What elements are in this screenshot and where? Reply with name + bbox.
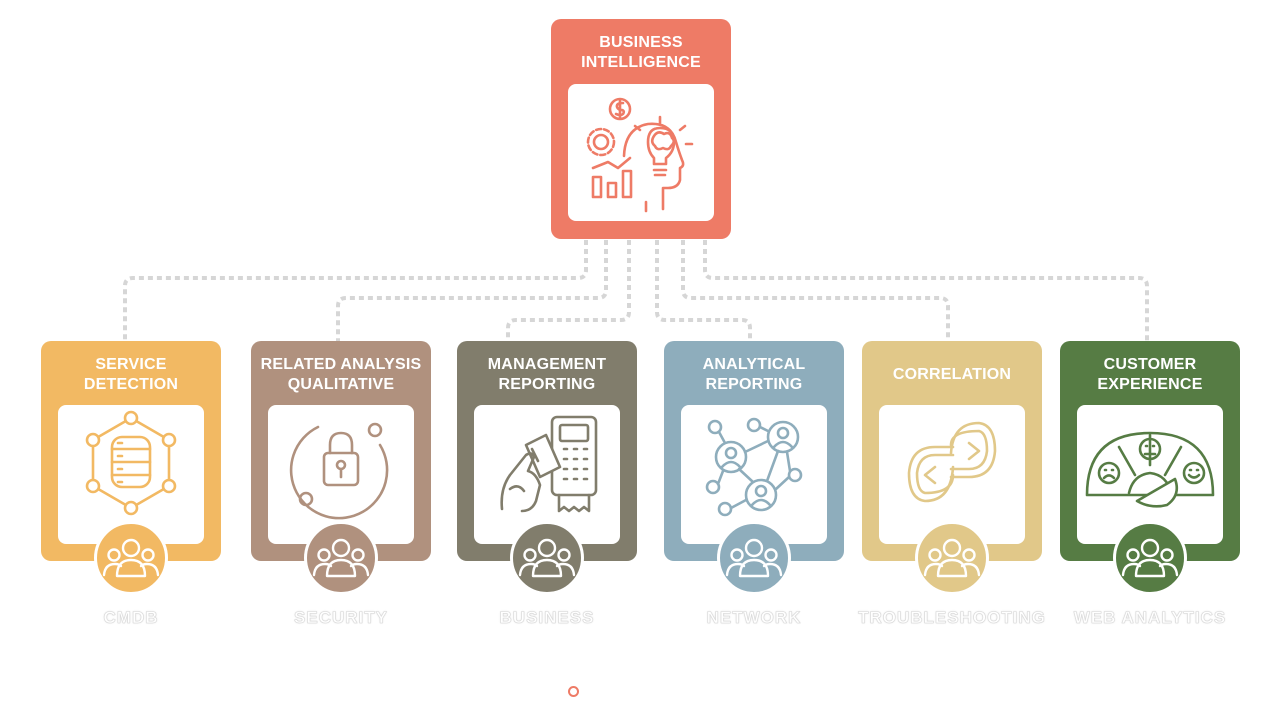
connector-line [681,240,950,341]
card-caption: WEB ANALYTICS [1073,608,1227,628]
card-title-line1: CORRELATION [892,366,1012,383]
root-title-line1: BUSINESS [599,34,683,51]
people-icon [1113,521,1187,595]
people-icon [915,521,989,595]
people-icon [94,521,168,595]
root-title-line2: INTELLIGENCE [581,54,701,71]
card-icon-box [268,405,414,544]
card-title-line2: REPORTING [498,376,596,393]
category-card: ANALYTICAL REPORTING [664,341,844,595]
card-title-line1: MANAGEMENT [487,356,607,373]
people-icon [510,521,584,595]
card-title-line1: SERVICE [95,356,167,373]
card-caption: BUSINESS [499,608,595,628]
card-title-line2: REPORTING [705,376,803,393]
card-title: ANALYTICAL REPORTING [664,353,844,397]
category-card: CORRELATION [862,341,1042,595]
people-icon [304,521,378,595]
connector-line [703,240,1149,341]
category-card: SERVICE DETECTION [41,341,221,595]
card-caption: NETWORK [706,608,802,628]
connector-line [123,240,588,341]
card-title-line2: EXPERIENCE [1097,376,1203,393]
card-title: RELATED ANALYSIS QUALITATIVE [251,353,431,397]
people-icon [717,521,791,595]
root-card: BUSINESS INTELLIGENCE [551,19,731,239]
card-caption: TROUBLESHOOTING [858,608,1046,628]
card-payment-icon [500,415,598,513]
connector-line [336,240,608,341]
people-network-icon [705,417,803,517]
root-icon-box [568,84,714,221]
card-title-line2: QUALITATIVE [287,376,395,393]
connector-line [506,240,631,341]
database-network-icon [85,410,177,516]
card-icon-box [58,405,204,544]
card-title: CUSTOMER EXPERIENCE [1060,353,1240,397]
satisfaction-gauge-icon [1085,431,1215,508]
card-title-line1: CUSTOMER [1103,356,1197,373]
card-title: SERVICE DETECTION [41,353,221,397]
circular-arrows-icon [907,421,997,503]
category-card: CUSTOMER EXPERIENCE [1060,341,1240,595]
root-title: BUSINESS INTELLIGENCE [551,31,731,75]
card-title: MANAGEMENT REPORTING [457,353,637,397]
card-icon-box [1077,405,1223,544]
card-title-line1: RELATED ANALYSIS [260,356,422,373]
card-title: CORRELATION [862,353,1042,397]
card-title-line2: DETECTION [83,376,179,393]
card-icon-box [474,405,620,544]
connector-line [655,240,752,341]
card-caption: CMDB [103,608,159,628]
card-icon-box [879,405,1025,544]
category-card: RELATED ANALYSIS QUALITATIVE [251,341,431,595]
category-card: MANAGEMENT REPORTING [457,341,637,595]
pagination-dot[interactable] [568,686,579,697]
padlock-icon [289,422,389,520]
card-icon-box [681,405,827,544]
brain-lightbulb-icon [586,97,694,213]
card-title-line1: ANALYTICAL [702,356,806,373]
card-caption: SECURITY [294,608,388,628]
